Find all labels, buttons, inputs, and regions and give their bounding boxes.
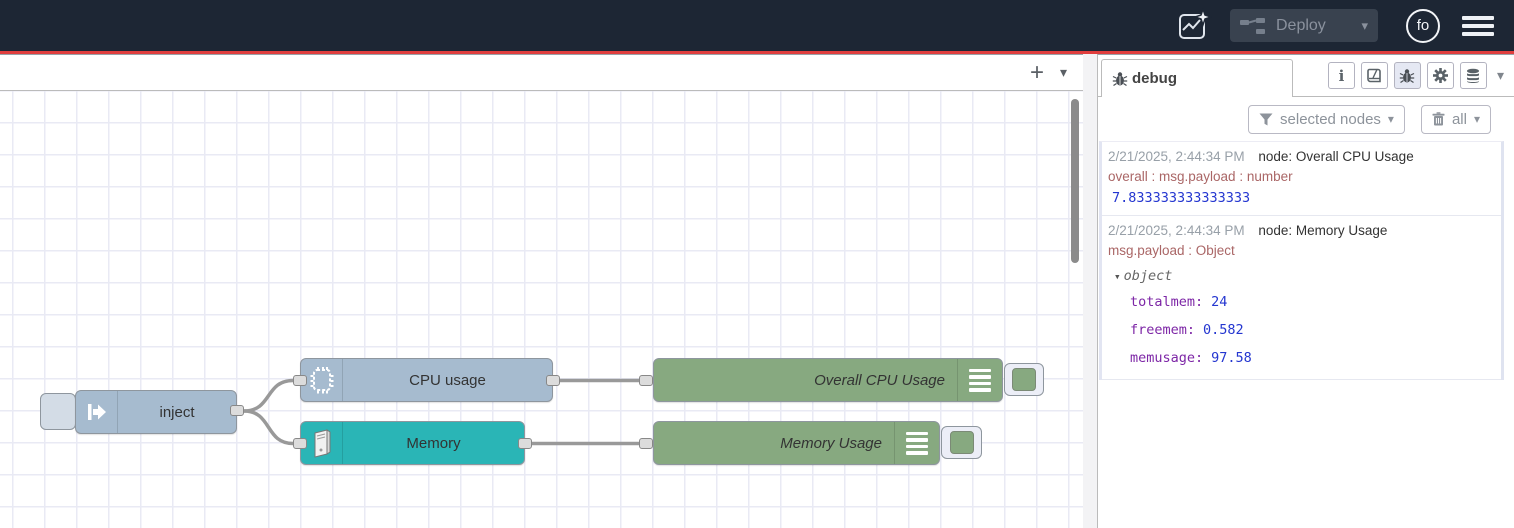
config-tab-button[interactable] <box>1426 62 1454 89</box>
message-value: 7.833333333333333 <box>1112 190 1251 206</box>
server-tower-icon <box>301 422 343 464</box>
wire-inject-cpu[interactable] <box>242 378 295 413</box>
debug-toggle-inner <box>950 431 974 454</box>
debug-clear-button[interactable]: all ▾ <box>1420 104 1491 134</box>
message-property: overall : msg.payload : number <box>1108 169 1293 184</box>
deploy-label: Deploy <box>1276 16 1326 34</box>
cpu-chip-icon <box>301 359 343 401</box>
canvas-scrollbar-thumb[interactable] <box>1071 99 1079 263</box>
entry-key: freemem: <box>1130 322 1196 338</box>
sidebar-tabs-caret-icon[interactable]: ▾ <box>1496 67 1504 83</box>
debug-toolbar: selected nodes ▾ all ▾ <box>1098 97 1514 141</box>
object-entry: totalmem: 24 <box>1108 288 1495 316</box>
wires-layer <box>242 378 648 446</box>
message-meta: 2/21/2025, 2:44:34 PM node: Memory Usage <box>1108 221 1495 241</box>
node-inject[interactable]: inject <box>75 390 237 434</box>
debug-message-list: 2/21/2025, 2:44:34 PM node: Overall CPU … <box>1099 141 1504 380</box>
debug-message[interactable]: 2/21/2025, 2:44:34 PM node: Memory Usage… <box>1102 216 1501 380</box>
cpu-output-port[interactable] <box>546 375 560 386</box>
workspace-grid[interactable]: inject CPU usage <box>0 91 1083 528</box>
deploy-button[interactable]: Deploy ▾ <box>1230 9 1378 42</box>
node-label: inject <box>159 403 195 421</box>
database-icon <box>1467 68 1480 83</box>
debug-filter-button[interactable]: selected nodes ▾ <box>1248 104 1405 134</box>
debug-tab-button[interactable] <box>1393 62 1421 89</box>
message-source-node: node: Overall CPU Usage <box>1258 149 1414 164</box>
message-timestamp: 2/21/2025, 2:44:34 PM <box>1108 223 1245 238</box>
deploy-caret-icon[interactable]: ▾ <box>1361 17 1368 33</box>
sidebar-splitter[interactable] <box>1083 54 1097 528</box>
node-label: Overall CPU Usage <box>814 371 945 389</box>
bug-icon <box>1112 71 1128 86</box>
info-icon: i <box>1338 66 1345 85</box>
sidebar-icon-buttons: i <box>1327 62 1514 89</box>
help-tab-button[interactable] <box>1360 62 1388 89</box>
overall-input-port[interactable] <box>639 375 653 386</box>
flow-canvas: + ▾ inject <box>0 54 1083 528</box>
node-label: Memory Usage <box>780 434 882 452</box>
tab-debug-label: debug <box>1132 70 1177 87</box>
entry-key: totalmem: <box>1130 294 1204 310</box>
deploy-nodes-icon <box>1240 17 1265 34</box>
object-type-label: object <box>1123 268 1173 284</box>
debug-toggle-memusage[interactable] <box>941 426 982 459</box>
object-expander[interactable]: ▾object <box>1108 261 1495 288</box>
entry-value: 97.58 <box>1211 350 1252 366</box>
debug-clear-label: all <box>1451 110 1467 128</box>
inject-arrow-icon <box>76 391 118 433</box>
inject-trigger-button[interactable] <box>40 393 76 430</box>
memusage-input-port[interactable] <box>639 438 653 449</box>
user-avatar[interactable]: fo <box>1406 8 1440 43</box>
wire-inject-memory[interactable] <box>242 409 295 446</box>
flow-sparkle-icon <box>1179 7 1212 39</box>
flow-tabbar: + ▾ <box>0 55 1083 91</box>
header-accent-line <box>0 51 1514 54</box>
sidebar-panel: debug i <box>1097 54 1514 528</box>
debug-toggle-inner <box>1012 368 1036 391</box>
message-lines-icon <box>894 422 939 464</box>
memory-output-port[interactable] <box>518 438 532 449</box>
trash-icon <box>1432 112 1445 126</box>
node-memory-usage[interactable]: Memory Usage <box>653 421 940 465</box>
entry-value: 0.582 <box>1203 322 1244 338</box>
message-source-node: node: Memory Usage <box>1258 223 1388 238</box>
node-cpu-usage[interactable]: CPU usage <box>300 358 553 402</box>
memory-input-port[interactable] <box>293 438 307 449</box>
cpu-input-port[interactable] <box>293 375 307 386</box>
debug-toggle-overall[interactable] <box>1004 363 1044 396</box>
inject-output-port[interactable] <box>230 405 244 416</box>
node-label: CPU usage <box>409 371 486 389</box>
filter-caret-icon: ▾ <box>1387 112 1394 126</box>
collapse-caret-icon: ▾ <box>1114 270 1121 283</box>
node-memory[interactable]: Memory <box>300 421 525 465</box>
flow-assistant-button[interactable] <box>1174 7 1212 44</box>
entry-value: 24 <box>1211 294 1228 310</box>
entry-key: memusage: <box>1130 350 1204 366</box>
sidebar-tabstrip: debug i <box>1098 55 1514 97</box>
message-property: msg.payload : Object <box>1108 243 1235 258</box>
add-flow-button[interactable]: + <box>1020 60 1054 85</box>
book-icon <box>1367 68 1382 83</box>
clear-caret-icon: ▾ <box>1473 112 1480 126</box>
debug-filter-label: selected nodes <box>1280 110 1381 128</box>
debug-message[interactable]: 2/21/2025, 2:44:34 PM node: Overall CPU … <box>1102 142 1501 216</box>
node-label: Memory <box>406 434 461 452</box>
node-overall-cpu-usage[interactable]: Overall CPU Usage <box>653 358 1003 402</box>
bug-icon <box>1400 68 1415 83</box>
flow-list-caret-icon[interactable]: ▾ <box>1059 64 1067 80</box>
object-entry: memusage: 97.58 <box>1108 344 1495 372</box>
context-tab-button[interactable] <box>1459 62 1487 89</box>
message-lines-icon <box>957 359 1002 401</box>
avatar-initials: fo <box>1416 17 1430 34</box>
header: Deploy ▾ fo <box>0 0 1514 51</box>
gear-icon <box>1432 68 1448 83</box>
message-meta: 2/21/2025, 2:44:34 PM node: Overall CPU … <box>1108 147 1495 167</box>
info-tab-button[interactable]: i <box>1327 62 1355 89</box>
message-timestamp: 2/21/2025, 2:44:34 PM <box>1108 149 1245 164</box>
tab-debug[interactable]: debug <box>1101 59 1293 97</box>
funnel-icon <box>1259 113 1273 125</box>
object-entry: freemem: 0.582 <box>1108 316 1495 344</box>
main-menu-icon[interactable] <box>1462 15 1494 36</box>
